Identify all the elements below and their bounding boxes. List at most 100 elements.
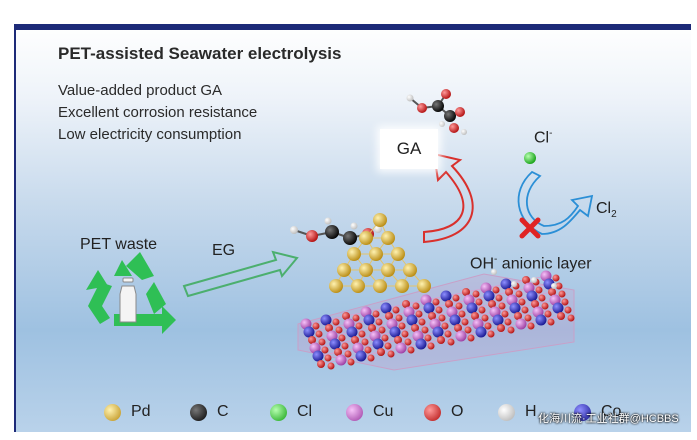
o-atom (514, 312, 522, 320)
co-atom (346, 326, 358, 338)
o-atom (538, 294, 546, 302)
co-atom (466, 302, 478, 314)
o-atom (368, 324, 376, 332)
o-atom (492, 286, 500, 294)
o-atom (498, 302, 506, 310)
o-atom (364, 346, 372, 354)
o-atom (344, 350, 352, 358)
ga-label: GA (396, 139, 422, 158)
co-atom (526, 290, 538, 302)
o-atom (467, 334, 475, 342)
o-atom (338, 334, 346, 342)
oh-layer-text: anionic layer (497, 255, 592, 273)
o-atom (472, 290, 480, 298)
legend-cl-dot (270, 403, 287, 421)
pd-atom (391, 247, 405, 261)
legend-pd-label: Pd (131, 403, 151, 420)
pd-atom (373, 279, 387, 293)
co-atom (415, 338, 427, 350)
diagram-graphics (86, 89, 594, 371)
o-atom (464, 326, 472, 334)
h-atom (551, 283, 557, 289)
co-atom (389, 326, 401, 338)
pet-waste-label: PET waste (80, 236, 158, 253)
o-atom (435, 306, 443, 314)
o-atom (327, 362, 335, 370)
o-atom (501, 310, 509, 318)
o-atom (381, 334, 389, 342)
o-atom (324, 354, 332, 362)
o-atom (547, 318, 555, 326)
watermark: 化海川流·工业社群@HCBBS (538, 413, 679, 425)
o-atom (377, 348, 385, 356)
o-atom (518, 298, 526, 306)
o-atom (341, 342, 349, 350)
co-atom (329, 338, 341, 350)
o-atom (372, 310, 380, 318)
o-atom (531, 300, 539, 308)
o-atom (524, 314, 532, 322)
oh-charge: - (494, 254, 498, 265)
co-atom (432, 326, 444, 338)
co-atom (535, 314, 547, 326)
pd-atom (369, 247, 383, 261)
legend-h-label: H (525, 403, 537, 420)
co-atom (423, 302, 435, 314)
co-atom (552, 302, 564, 314)
legend-h: H (498, 400, 537, 424)
o-atom (564, 306, 572, 314)
cu-atom (335, 354, 347, 366)
diagram-title: PET-assisted Seawater electrolysis (58, 44, 342, 63)
feature-line-1: Value-added product GA (58, 82, 222, 99)
ga-product-box: GA (380, 129, 438, 169)
co-atom (406, 314, 418, 326)
o-atom (481, 314, 489, 322)
co-atom (320, 314, 332, 326)
o-atom (355, 322, 363, 330)
pd-atom (329, 279, 343, 293)
o-atom (352, 314, 360, 322)
o-atom (441, 322, 449, 330)
legend-cu-label: Cu (373, 403, 394, 420)
eg-arrow (182, 250, 299, 298)
o-atom (444, 330, 452, 338)
o-atom (398, 322, 406, 330)
pd-atom (351, 279, 365, 293)
o-atom (454, 324, 462, 332)
o-atom (527, 322, 535, 330)
o-atom (402, 300, 410, 308)
o-atom (317, 360, 325, 368)
o-atom (522, 276, 530, 284)
o-atom (548, 288, 556, 296)
bottle-icon (119, 277, 137, 323)
h-atom (511, 281, 517, 287)
legend-co-label: Co (601, 403, 622, 420)
slide-top-bar (14, 24, 691, 30)
legend-cu: Cu (346, 400, 393, 424)
pd-atom (359, 263, 373, 277)
co-atom (355, 350, 367, 362)
o-atom (384, 342, 392, 350)
h-atom (491, 269, 497, 275)
o-atom (461, 318, 469, 326)
co-atom (372, 338, 384, 350)
slide-left-bar (14, 24, 16, 432)
o-atom (478, 306, 486, 314)
co-atom (492, 314, 504, 326)
o-atom (335, 326, 343, 334)
o-atom (342, 312, 350, 320)
o-atom (394, 336, 402, 344)
o-atom (347, 358, 355, 366)
o-atom (424, 334, 432, 342)
pd-cluster (329, 213, 431, 293)
o-atom (427, 342, 435, 350)
legend-pd-dot (104, 403, 121, 421)
recycle-icon (86, 252, 176, 334)
o-atom (367, 354, 375, 362)
o-atom (455, 302, 463, 310)
legend-cu-dot (346, 403, 363, 421)
o-atom (558, 290, 566, 298)
o-atom (312, 322, 320, 330)
o-atom (447, 338, 455, 346)
co-atom (303, 326, 315, 338)
